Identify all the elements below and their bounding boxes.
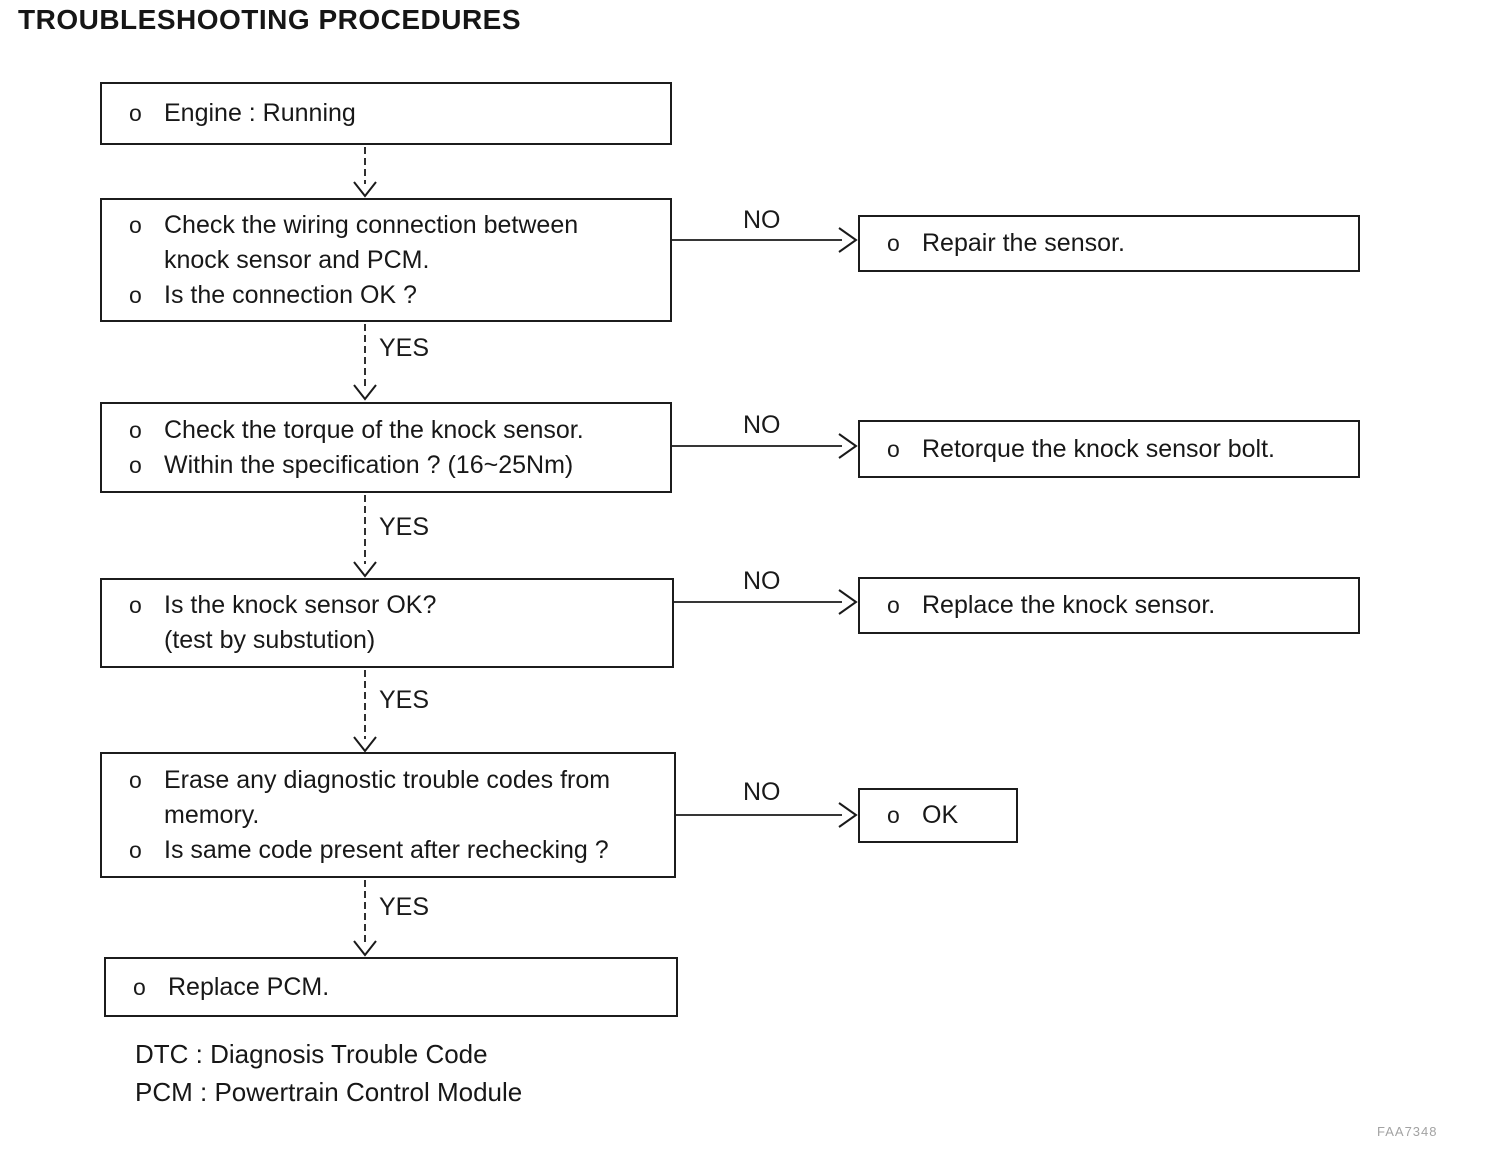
- box-text: Engine : Running: [164, 99, 356, 127]
- yes-label-3: YES: [379, 686, 430, 714]
- no-label-4: NO: [743, 778, 781, 806]
- box-line: o Is same code present after rechecking …: [102, 833, 674, 868]
- bullet-marker: o: [129, 451, 142, 478]
- box-line: o Within the specification ? (16~25Nm): [102, 448, 670, 483]
- box-text: memory.: [164, 800, 260, 829]
- box-line: memory.: [102, 798, 674, 833]
- yes-label-4: YES: [379, 893, 430, 921]
- box-text: Replace PCM.: [168, 972, 330, 1001]
- box-text: (test by substution): [164, 626, 376, 654]
- box-text: Replace the knock sensor.: [922, 591, 1216, 619]
- page-title: TROUBLESHOOTING PROCEDURES: [18, 4, 522, 35]
- flow-box-replace-pcm: o Replace PCM.: [104, 957, 678, 1017]
- box-text: Check the torque of the knock sensor.: [164, 415, 584, 444]
- flow-box-check-torque: o Check the torque of the knock sensor. …: [100, 402, 672, 493]
- box-text: Is same code present after rechecking ?: [164, 835, 609, 864]
- box-text: Retorque the knock sensor bolt.: [922, 434, 1275, 463]
- box-line: o Engine : Running: [102, 96, 670, 131]
- flow-box-knock-sensor-ok: o Is the knock sensor OK? (test by subst…: [100, 578, 674, 668]
- box-line: o Check the torque of the knock sensor.: [102, 413, 670, 448]
- flow-box-check-wiring: o Check the wiring connection between kn…: [100, 198, 672, 322]
- bullet-marker: o: [129, 416, 142, 443]
- box-line: o Replace the knock sensor.: [860, 588, 1358, 623]
- no-label-1: NO: [743, 206, 781, 234]
- bullet-marker: o: [129, 281, 142, 308]
- flow-box-erase-codes: o Erase any diagnostic trouble codes fro…: [100, 752, 676, 878]
- arrow-down-yes-wiring-to-torque: [353, 324, 377, 401]
- legend-line-pcm: PCM : Powertrain Control Module: [135, 1077, 523, 1107]
- box-text: knock sensor and PCM.: [164, 245, 430, 274]
- no-label-2: NO: [743, 411, 781, 439]
- box-text: Check the wiring connection between: [164, 210, 579, 239]
- page-code: FAA7348: [1377, 1124, 1438, 1139]
- arrow-down-engine-to-wiring: [353, 147, 377, 198]
- box-line: o Replace PCM.: [106, 970, 676, 1005]
- bullet-marker: o: [887, 592, 900, 618]
- arrow-down-yes-sensor-to-erase: [353, 670, 377, 753]
- legend-line-dtc: DTC : Diagnosis Trouble Code: [135, 1039, 488, 1069]
- bullet-marker: o: [887, 435, 900, 462]
- box-line: o Repair the sensor.: [860, 226, 1358, 261]
- box-line: o Is the knock sensor OK?: [102, 588, 672, 623]
- box-line: o Check the wiring connection between: [102, 208, 670, 243]
- box-line: o Erase any diagnostic trouble codes fro…: [102, 763, 674, 798]
- flow-box-repair-sensor: o Repair the sensor.: [858, 215, 1360, 272]
- box-line: (test by substution): [102, 623, 672, 658]
- bullet-marker: o: [133, 973, 146, 1000]
- arrow-down-yes-torque-to-sensor: [353, 495, 377, 578]
- flow-box-retorque-bolt: o Retorque the knock sensor bolt.: [858, 420, 1360, 478]
- bullet-marker: o: [129, 836, 142, 863]
- box-text: Repair the sensor.: [922, 229, 1125, 257]
- box-text: Within the specification ? (16~25Nm): [164, 450, 574, 479]
- bullet-marker: o: [129, 211, 142, 238]
- flow-box-replace-sensor: o Replace the knock sensor.: [858, 577, 1360, 634]
- arrow-down-yes-erase-to-replacepcm: [353, 880, 377, 957]
- bullet-marker: o: [129, 766, 142, 793]
- abbreviation-legend: DTC : Diagnosis Trouble Code PCM : Power…: [135, 1035, 522, 1111]
- yes-label-1: YES: [379, 334, 430, 362]
- bullet-marker: o: [887, 802, 900, 828]
- box-line: o OK: [860, 798, 1016, 833]
- box-text: OK: [922, 801, 959, 829]
- box-line: knock sensor and PCM.: [102, 243, 670, 278]
- box-text: Erase any diagnostic trouble codes from: [164, 765, 611, 794]
- bullet-marker: o: [129, 100, 142, 126]
- box-line: o Is the connection OK ?: [102, 278, 670, 313]
- bullet-marker: o: [129, 592, 142, 618]
- box-line: o Retorque the knock sensor bolt.: [860, 432, 1358, 467]
- bullet-marker: o: [887, 230, 900, 256]
- box-text: Is the connection OK ?: [164, 280, 417, 309]
- flow-box-ok: o OK: [858, 788, 1018, 843]
- box-text: Is the knock sensor OK?: [164, 591, 437, 619]
- flow-box-engine-running: o Engine : Running: [100, 82, 672, 145]
- no-label-3: NO: [743, 567, 781, 595]
- yes-label-2: YES: [379, 513, 430, 541]
